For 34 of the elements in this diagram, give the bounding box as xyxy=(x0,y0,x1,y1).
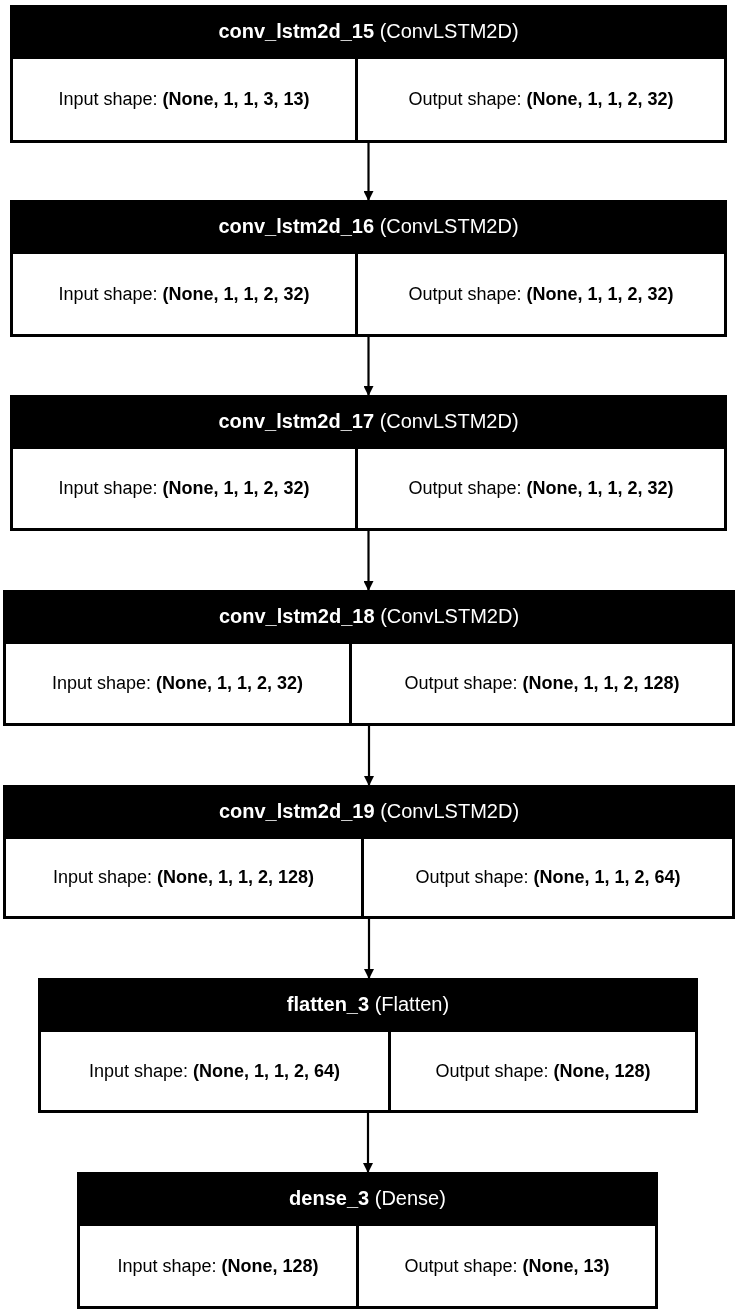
output-shape-cell: Output shape: (None, 1, 1, 2, 128) xyxy=(352,644,732,723)
input-shape-cell: Input shape: (None, 1, 1, 2, 32) xyxy=(13,449,355,528)
output-shape-cell: Output shape: (None, 1, 1, 2, 32) xyxy=(358,59,724,140)
input-shape-cell: Input shape: (None, 1, 1, 2, 64) xyxy=(41,1032,388,1110)
output-shape-cell: Output shape: (None, 128) xyxy=(391,1032,695,1110)
layer-title: dense_3 (Dense) xyxy=(289,1186,446,1210)
arrow xyxy=(364,726,374,786)
layer-title: conv_lstm2d_17 (ConvLSTM2D) xyxy=(218,409,519,433)
layer-box xyxy=(77,1172,658,1309)
arrow xyxy=(363,143,374,201)
arrow xyxy=(363,337,374,396)
layer-box xyxy=(10,395,727,531)
arrow xyxy=(363,531,374,591)
output-shape-cell: Output shape: (None, 13) xyxy=(359,1226,655,1306)
input-shape-cell: Input shape: (None, 1, 1, 2, 32) xyxy=(13,254,355,334)
layer-title: conv_lstm2d_18 (ConvLSTM2D) xyxy=(218,604,520,628)
input-shape-cell: Input shape: (None, 1, 1, 3, 13) xyxy=(13,59,355,140)
output-shape-cell: Output shape: (None, 1, 1, 2, 32) xyxy=(358,449,724,528)
layer-box xyxy=(38,978,698,1113)
layer-title: conv_lstm2d_15 (ConvLSTM2D) xyxy=(218,19,519,43)
arrow xyxy=(364,919,374,979)
layer-box xyxy=(3,785,735,919)
layer-box xyxy=(10,5,727,143)
layer-box xyxy=(3,590,735,726)
layer-title: conv_lstm2d_19 (ConvLSTM2D) xyxy=(218,799,520,823)
input-shape-cell: Input shape: (None, 1, 1, 2, 32) xyxy=(6,644,349,723)
layer-title: flatten_3 (Flatten) xyxy=(286,992,450,1016)
output-shape-cell: Output shape: (None, 1, 1, 2, 64) xyxy=(364,839,732,916)
arrow xyxy=(363,1113,373,1173)
input-shape-cell: Input shape: (None, 128) xyxy=(80,1226,356,1306)
input-shape-cell: Input shape: (None, 1, 1, 2, 128) xyxy=(6,839,361,916)
layer-title: conv_lstm2d_16 (ConvLSTM2D) xyxy=(218,214,519,238)
output-shape-cell: Output shape: (None, 1, 1, 2, 32) xyxy=(358,254,724,334)
layer-box xyxy=(10,200,727,337)
